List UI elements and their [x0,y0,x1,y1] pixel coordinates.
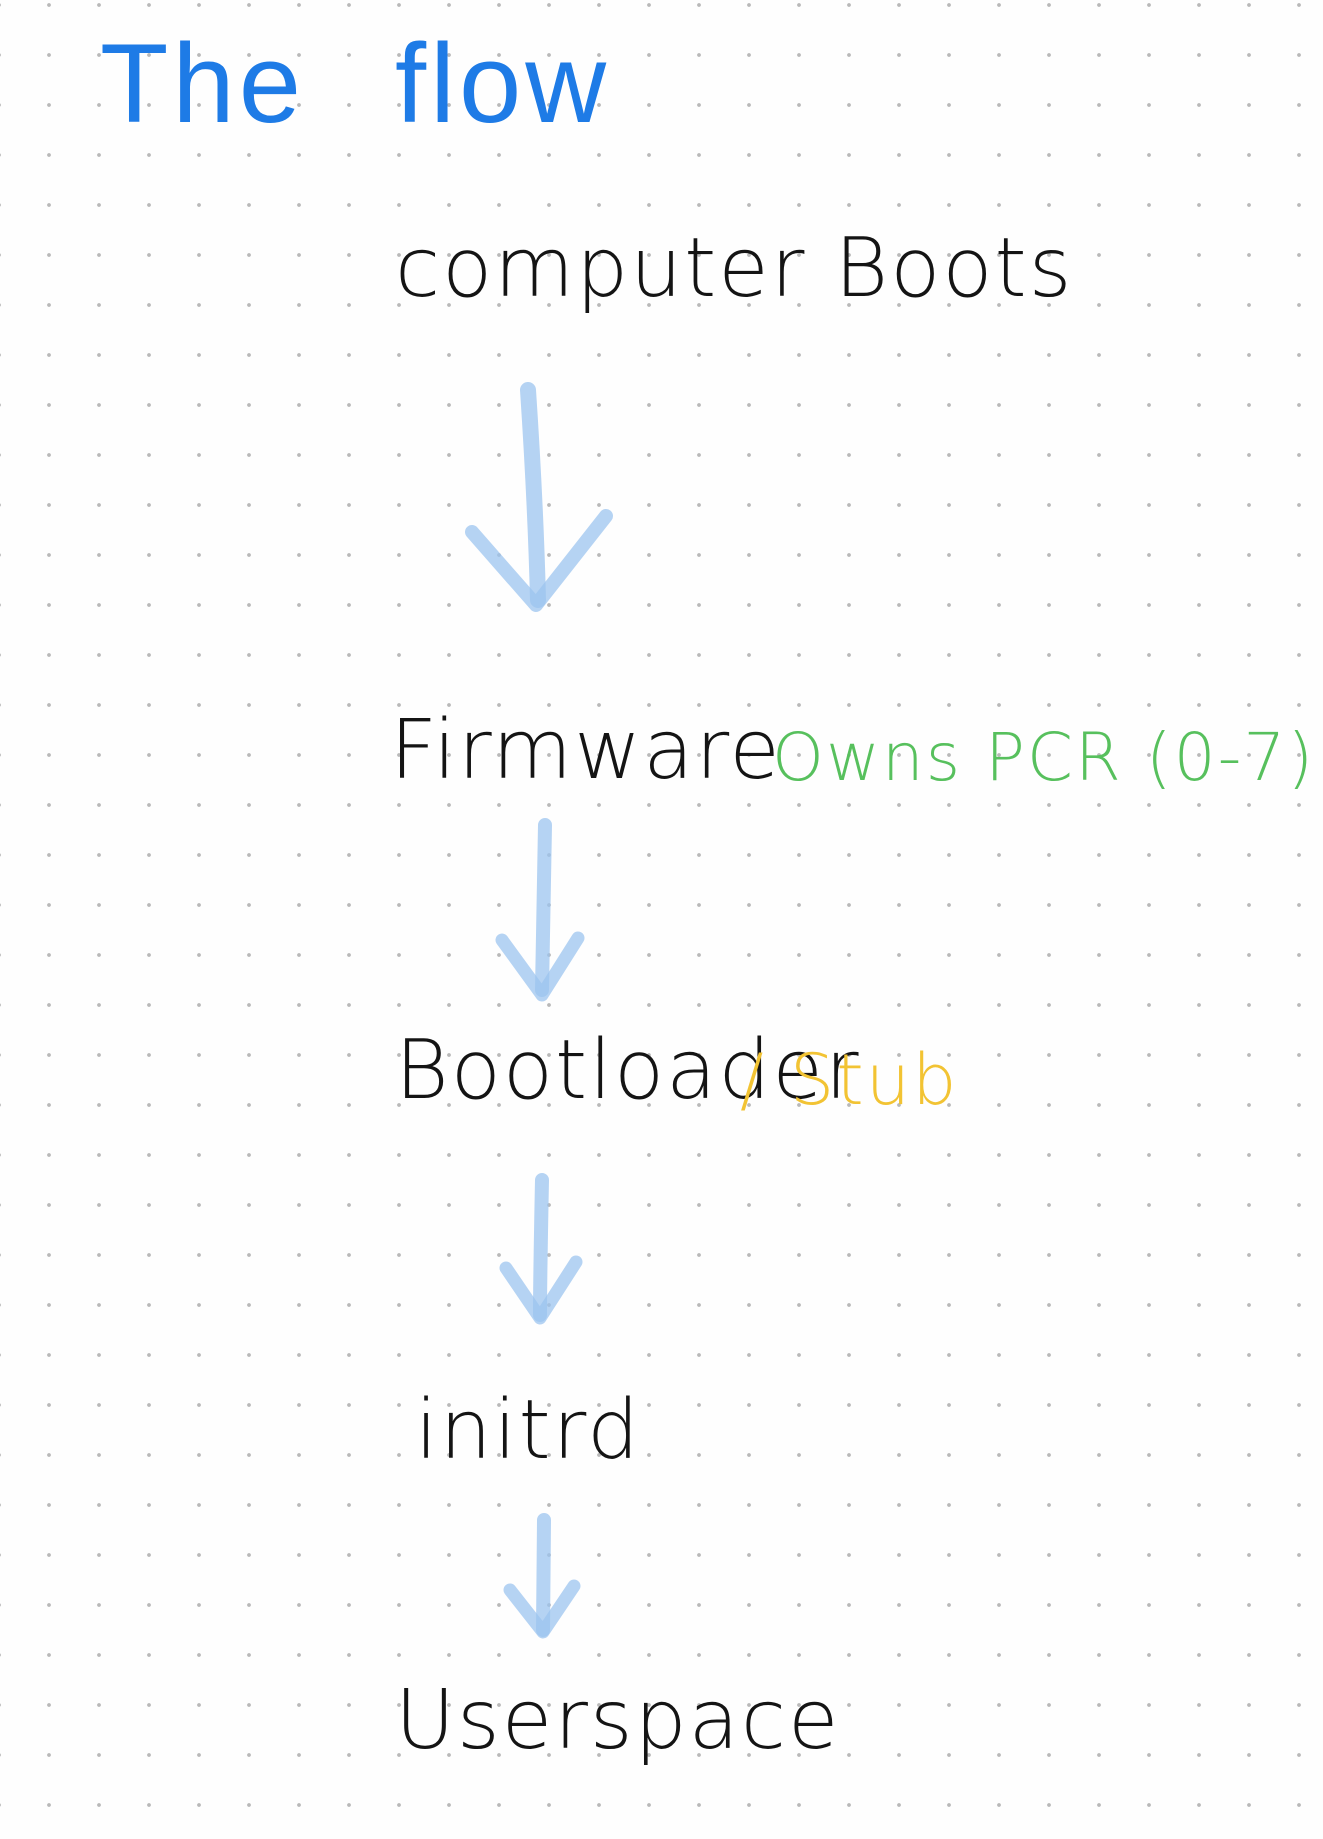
step-computer-boots: computer Boots [395,221,1074,316]
arrow-down-icon-4 [503,1513,581,1639]
step-initrd: initrd [415,1383,642,1478]
step-firmware: Firmware [390,703,782,798]
title-word-the: The [100,21,305,146]
step-bootloader: Bootloader [395,1023,861,1118]
title-word-flow: flow [395,21,611,146]
arrow-down-icon-2 [495,818,585,1002]
step-userspace: Userspace [395,1673,841,1768]
bootloader-stub-annotation: / Stub [740,1039,959,1121]
arrow-down-icon-1 [465,382,613,612]
firmware-pcr-annotation: Owns PCR (0-7) [772,719,1316,796]
arrow-down-icon-3 [499,1173,583,1325]
